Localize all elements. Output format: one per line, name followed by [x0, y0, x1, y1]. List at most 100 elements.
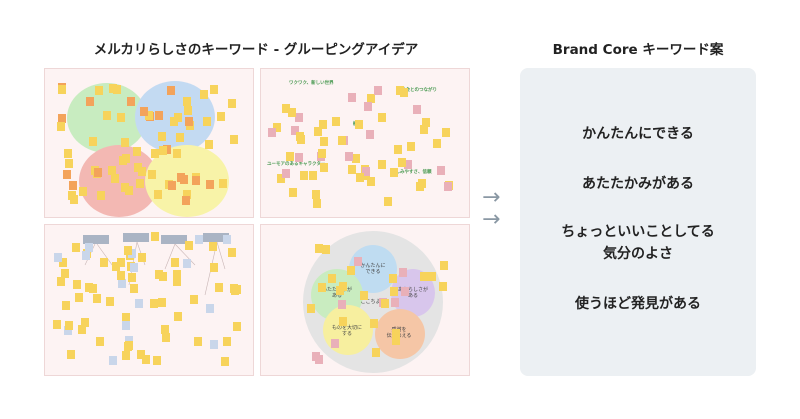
grouping-board-circles: かんたんに できる あたたかみが ある ここちよさ あたらしさが ある ものを大…	[260, 224, 470, 376]
sticky-note	[192, 176, 201, 186]
sticky-note	[79, 186, 88, 196]
sticky-note	[168, 180, 177, 190]
header-card	[83, 235, 109, 244]
sticky-note	[272, 122, 281, 132]
sticky-note	[228, 248, 237, 258]
keyword-3: ちょっといいことしてる	[561, 224, 715, 240]
sticky-note	[206, 179, 215, 189]
group-label-1: ワクワク、新しい世界	[289, 81, 334, 86]
sticky-note	[95, 86, 104, 95]
sticky-note	[128, 248, 137, 258]
sticky-note	[112, 261, 121, 271]
sticky-note	[320, 162, 329, 172]
header-card	[123, 233, 149, 242]
sticky-note	[88, 137, 97, 147]
sticky-note	[174, 112, 183, 122]
sticky-note	[150, 231, 159, 241]
sticky-note	[82, 251, 91, 261]
sticky-note	[443, 181, 452, 191]
sticky-note	[183, 106, 192, 116]
sticky-note	[118, 278, 127, 288]
sticky-note	[180, 175, 189, 185]
sticky-note	[64, 159, 73, 168]
sticky-note	[109, 356, 118, 366]
sticky-note	[108, 83, 117, 93]
sticky-note	[61, 301, 70, 311]
sticky-note	[136, 350, 145, 360]
sticky-note	[295, 113, 304, 123]
sticky-note	[141, 355, 150, 364]
sticky-note	[96, 190, 105, 200]
sticky-note	[147, 169, 156, 179]
sticky-note	[133, 162, 142, 172]
sticky-note	[57, 84, 66, 94]
sticky-note	[64, 321, 73, 331]
sticky-note	[227, 98, 236, 108]
sticky-note	[162, 333, 171, 343]
sticky-note	[351, 154, 360, 163]
sticky-note	[392, 336, 401, 346]
sticky-note	[89, 283, 98, 293]
sticky-note	[389, 274, 398, 284]
sticky-note	[185, 241, 194, 251]
sticky-note	[157, 298, 166, 308]
sticky-note	[366, 94, 375, 104]
sticky-note	[71, 243, 80, 253]
sticky-note	[144, 110, 153, 120]
sticky-note	[102, 110, 111, 120]
sticky-note	[173, 276, 182, 286]
sticky-note	[321, 244, 330, 254]
sticky-note	[138, 167, 147, 177]
group-label-2: 社会とのつながり	[401, 88, 437, 93]
keyword-2: あたたかみがある	[582, 176, 694, 192]
sticky-note	[347, 165, 356, 175]
sticky-note	[158, 131, 167, 141]
sticky-note	[158, 145, 167, 155]
sticky-note	[94, 167, 103, 177]
sticky-note	[170, 257, 179, 267]
sticky-note	[418, 179, 427, 189]
sticky-note	[63, 169, 72, 179]
grouping-board-tree	[44, 224, 254, 376]
sticky-note	[99, 257, 108, 267]
sticky-note	[57, 277, 66, 287]
sticky-note	[363, 101, 372, 111]
sticky-note	[393, 144, 402, 154]
sticky-note	[285, 152, 294, 162]
sticky-note	[121, 350, 130, 360]
sticky-note	[412, 105, 421, 115]
sticky-note	[125, 336, 134, 346]
sticky-note	[362, 171, 371, 181]
sticky-note	[330, 339, 339, 349]
sticky-note	[86, 97, 95, 107]
sticky-note	[311, 351, 320, 361]
sticky-note	[63, 325, 72, 335]
sticky-note	[173, 312, 182, 322]
sticky-note	[182, 195, 191, 205]
sticky-note	[170, 116, 179, 126]
sticky-note	[290, 125, 299, 135]
sticky-note	[296, 135, 305, 145]
sticky-note	[421, 117, 430, 127]
sticky-note	[307, 304, 316, 314]
sticky-note	[92, 294, 101, 304]
header-card	[161, 235, 187, 244]
sticky-note	[276, 174, 285, 184]
sticky-note	[222, 336, 231, 346]
sticky-note	[214, 282, 223, 292]
sticky-note	[313, 198, 322, 208]
sticky-note	[281, 169, 290, 179]
sticky-note	[121, 183, 130, 193]
sticky-note	[336, 285, 345, 295]
sticky-note	[184, 116, 193, 126]
sticky-note	[66, 350, 75, 360]
sticky-note	[332, 116, 341, 126]
sticky-note	[129, 262, 138, 272]
arrow-right-icon: →	[482, 207, 501, 232]
sticky-note	[314, 244, 323, 254]
sticky-note	[390, 286, 399, 296]
sticky-note	[230, 285, 239, 295]
sticky-note	[203, 117, 211, 127]
sticky-note	[135, 178, 144, 188]
sticky-note	[56, 121, 65, 131]
